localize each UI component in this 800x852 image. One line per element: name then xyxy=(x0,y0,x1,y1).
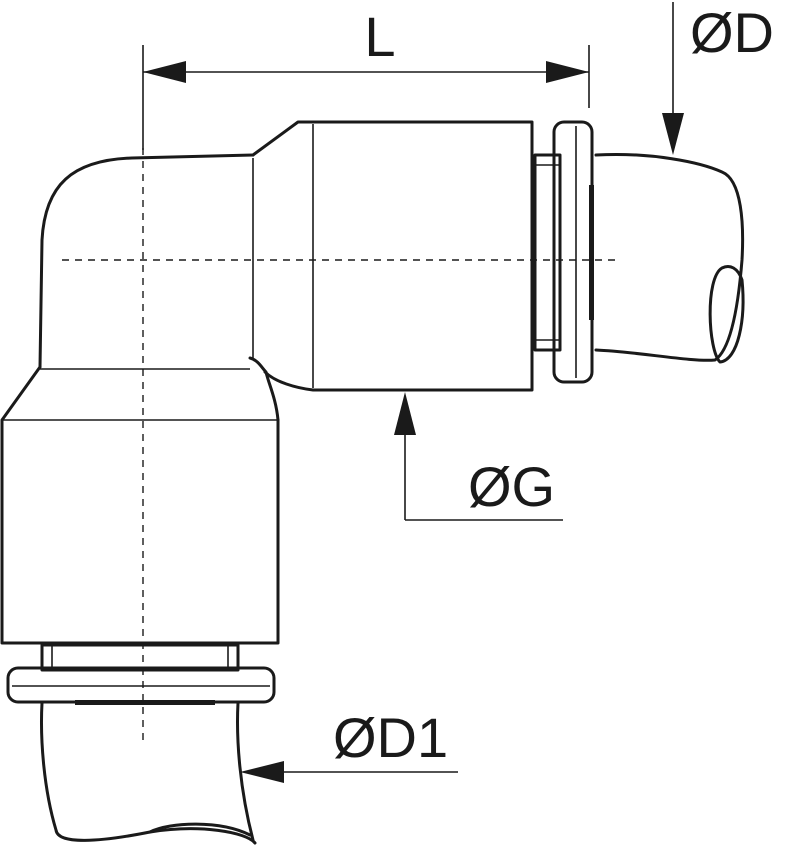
dimension-od1-arrow xyxy=(240,761,284,783)
dimension-l-arrow-left xyxy=(143,61,186,83)
dimension-og-label: ØG xyxy=(468,455,555,518)
horizontal-collet xyxy=(533,120,594,384)
dimension-l: L xyxy=(142,5,590,150)
elbow-bend xyxy=(38,153,280,422)
dimension-od1-label: ØD1 xyxy=(333,706,448,769)
vertical-body xyxy=(0,365,280,645)
dimension-od-arrow xyxy=(662,113,684,155)
vertical-tube xyxy=(40,701,257,845)
dimension-og-arrow xyxy=(394,392,416,435)
dimension-od1: ØD1 xyxy=(240,706,458,783)
center-lines xyxy=(62,148,620,745)
dimension-od-label: ØD xyxy=(690,1,774,64)
vertical-collet xyxy=(6,643,276,705)
dimension-og: ØG xyxy=(394,392,563,521)
horizontal-tube xyxy=(594,153,745,364)
horizontal-body xyxy=(251,120,534,392)
dimension-od: ØD xyxy=(662,1,774,155)
dimension-l-arrow-right xyxy=(546,61,589,83)
dimension-l-label: L xyxy=(364,5,395,68)
